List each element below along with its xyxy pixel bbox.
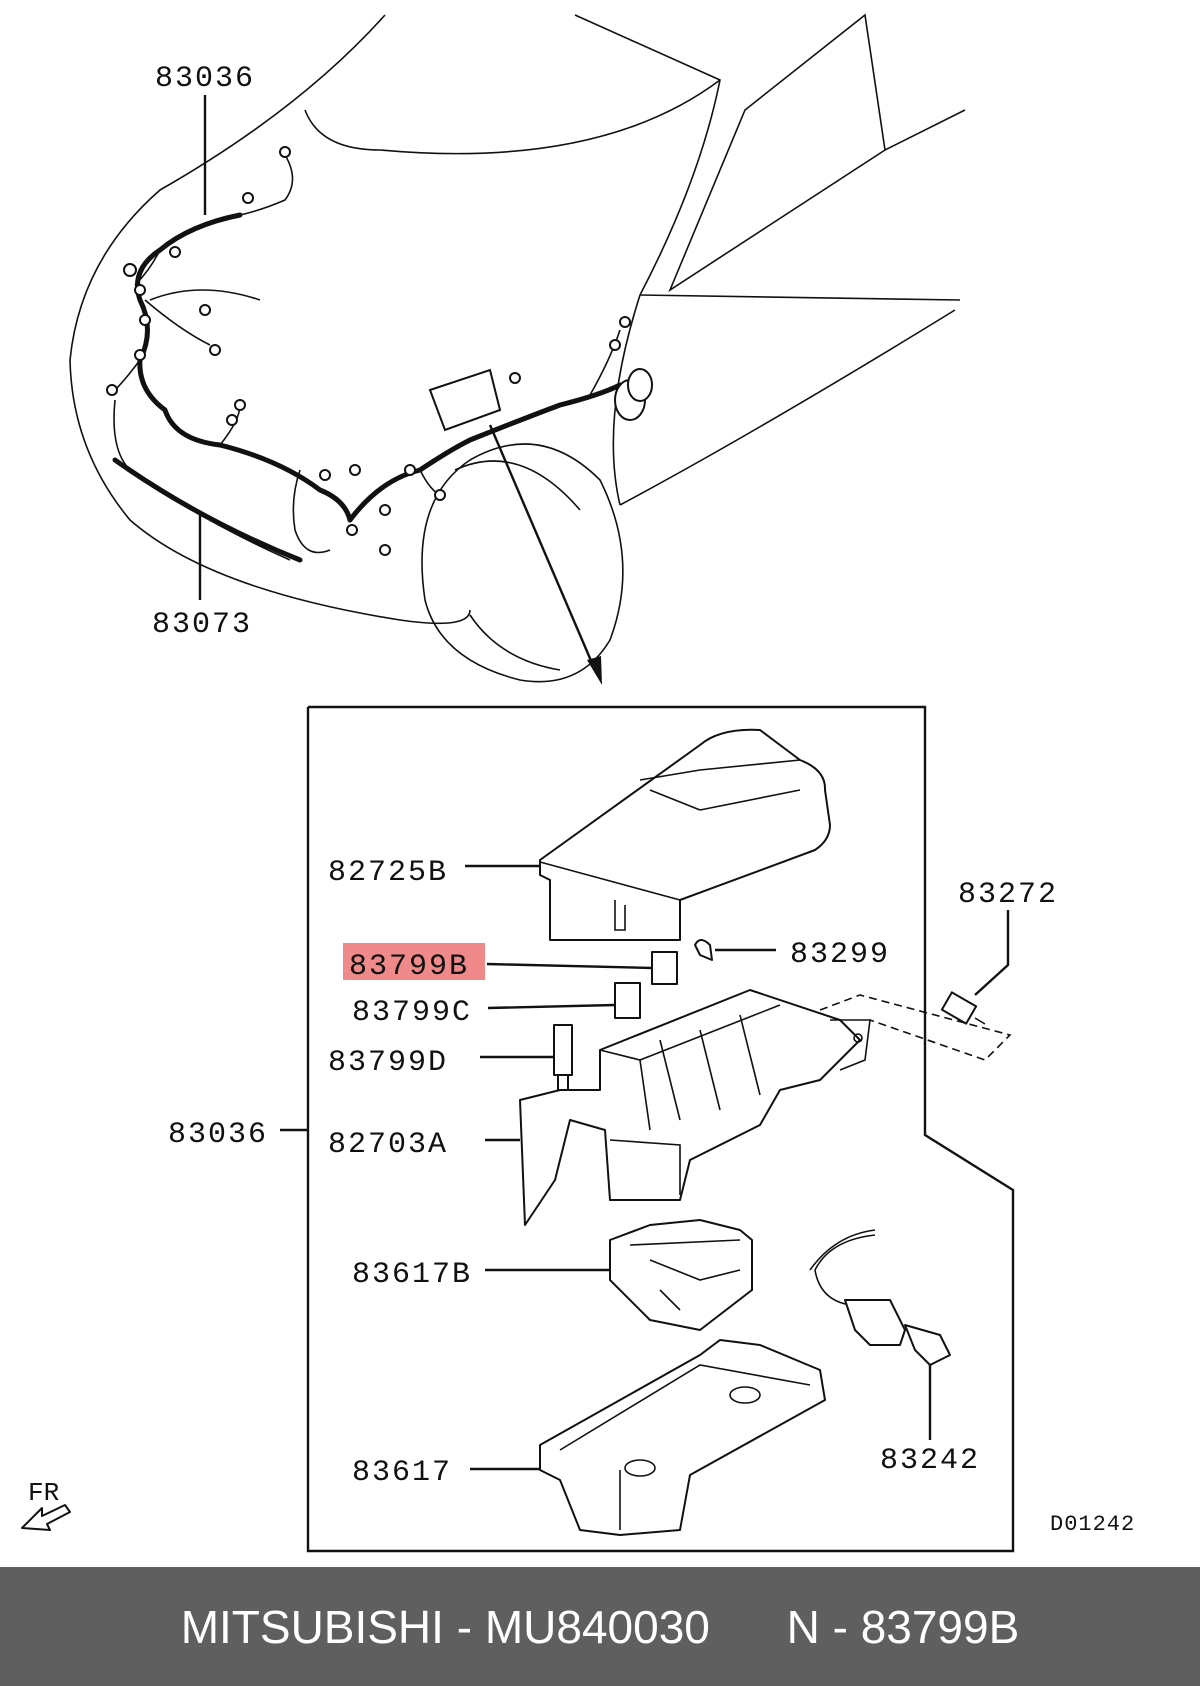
callout-83799b: 83799B xyxy=(349,950,469,984)
callout-83272: 83272 xyxy=(958,878,1058,912)
part-number: MU840030 xyxy=(484,1600,710,1653)
sensor-83242 xyxy=(809,1229,951,1366)
callout-83036-top: 83036 xyxy=(155,62,255,96)
wiring-harness-83036 xyxy=(106,146,653,563)
brand-name: MITSUBISHI xyxy=(180,1600,444,1653)
bolt-83272 xyxy=(819,991,1012,1061)
separator: - xyxy=(443,1600,485,1653)
callout-82703a: 82703A xyxy=(328,1128,448,1162)
vehicle-outline xyxy=(69,13,966,683)
clip-83299 xyxy=(694,939,713,961)
callout-83799c: 83799C xyxy=(352,996,472,1030)
callout-83036-box: 83036 xyxy=(168,1118,268,1152)
fuse-box-body xyxy=(519,989,871,1226)
relay-83799b xyxy=(651,951,678,985)
callout-83242: 83242 xyxy=(880,1444,980,1478)
part-info-footer: MITSUBISHI - MU840030 N - 83799B xyxy=(0,1567,1200,1686)
relay-holder xyxy=(609,1219,753,1331)
callout-83617b: 83617B xyxy=(352,1258,472,1292)
front-direction-arrow xyxy=(21,1504,71,1531)
fuse-83799d xyxy=(553,1024,573,1094)
callout-83299: 83299 xyxy=(790,938,890,972)
lower-tray xyxy=(539,1339,826,1536)
direction-label: FR xyxy=(28,1478,59,1508)
relay-83799c xyxy=(614,982,641,1019)
ref-prefix: N xyxy=(786,1600,820,1653)
callout-83799d: 83799D xyxy=(328,1046,448,1080)
highlight-83799b xyxy=(343,943,485,980)
fuse-box-cover xyxy=(539,728,831,941)
detail-box xyxy=(306,705,1015,1553)
parts-diagram: 83036 83073 82725B 83799B 83799C 83799D … xyxy=(21,13,1135,1553)
callout-83617: 83617 xyxy=(352,1456,452,1490)
callout-82725b: 82725B xyxy=(328,856,448,890)
spacer xyxy=(710,1600,787,1654)
callout-83073: 83073 xyxy=(152,608,252,642)
separator: - xyxy=(819,1600,861,1653)
diagram-code: D01242 xyxy=(1050,1512,1135,1537)
ref-code: 83799B xyxy=(860,1600,1020,1653)
